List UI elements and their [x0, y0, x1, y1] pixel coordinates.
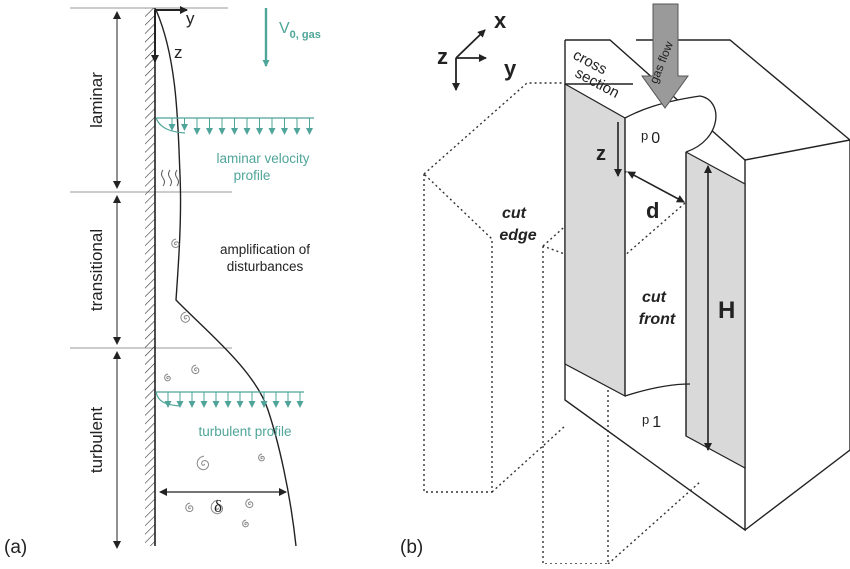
eddy-spiral: [245, 498, 254, 509]
axis-z-b-label: z: [437, 44, 448, 69]
panel-b: x y z: [400, 3, 850, 565]
p1-symbol: p: [642, 412, 649, 427]
boundary-layer-edge-curve: [155, 9, 297, 547]
kerf-left-wall: [564, 82, 626, 397]
block-top-back-edge: [744, 139, 850, 161]
label-turbulent: turbulent: [87, 407, 106, 473]
p0-subscript: 0: [651, 130, 660, 147]
width-d-arrow: [627, 171, 685, 203]
laminar-profile-label-line2: profile: [234, 168, 271, 183]
eddy-spiral: [210, 499, 224, 515]
dotted-right-box-bottom: [607, 481, 701, 565]
dotted-left-box-top: [423, 82, 565, 175]
depth-z-label: z: [596, 143, 606, 165]
eddy-spiral: [196, 455, 210, 471]
eddy-spiral: [180, 311, 191, 323]
wall-hatching: [145, 8, 155, 546]
p1-subscript: 1: [652, 414, 661, 431]
eddy-spiral: [185, 502, 194, 513]
cut-front-label-line1: cut: [642, 289, 667, 306]
thickness-delta-label: δ: [214, 497, 222, 516]
turbulent-profile-arrows: [164, 392, 304, 408]
eddy-spiral: [171, 238, 180, 249]
panel-a: laminar transitional turbulent y z V0, g…: [4, 6, 321, 558]
gas-velocity-symbol: V: [279, 20, 290, 37]
axis-z-label: z: [174, 43, 183, 62]
label-transitional: transitional: [87, 229, 106, 311]
gas-velocity-subscript: 0, gas: [290, 29, 321, 41]
transition-squiggles: [161, 169, 179, 187]
cut-front-top-curve: [624, 95, 717, 153]
turbulent-profile-curve: [155, 391, 181, 407]
amplification-label-line1: amplification of: [220, 242, 310, 257]
height-H-label: H: [718, 297, 735, 324]
axis-x-b-label: x: [494, 8, 507, 33]
eddy-spiral: [164, 373, 171, 382]
laminar-profile-arrows: [168, 118, 313, 135]
cut-front-bottom-curve: [624, 383, 691, 397]
dotted-left-box-bottom: [491, 425, 566, 493]
turbulent-profile-label: turbulent profile: [198, 424, 291, 439]
amplification-label-line2: disturbances: [227, 259, 304, 274]
dotted-left-box-front: [423, 173, 493, 493]
gas-flow-arrow: [641, 3, 689, 109]
axis-y-b-label: y: [504, 56, 517, 81]
width-d-label: d: [646, 198, 659, 223]
label-laminar: laminar: [87, 72, 106, 128]
panel-b-label: (b): [400, 537, 423, 558]
block-bottom-back-edge: [744, 449, 850, 531]
p0-symbol: p: [641, 128, 648, 143]
cut-edge-label-line2: edge: [499, 227, 536, 244]
cut-front-label-line2: front: [639, 311, 676, 328]
laminar-profile-label-line1: laminar velocity: [216, 151, 309, 166]
eddies: [164, 238, 265, 528]
axis-x-b-arrow: [455, 29, 486, 59]
kerf-right-wall: [685, 150, 746, 470]
gas-velocity-label: V0, gas: [279, 20, 321, 41]
eddy-spiral: [242, 519, 249, 528]
eddy-spiral: [258, 453, 265, 462]
cut-edge-label-line1: cut: [502, 205, 527, 222]
panel-a-label: (a): [4, 537, 27, 558]
eddy-spiral: [191, 364, 200, 375]
axis-y-label: y: [186, 9, 195, 28]
laminar-profile-curve: [155, 117, 186, 134]
